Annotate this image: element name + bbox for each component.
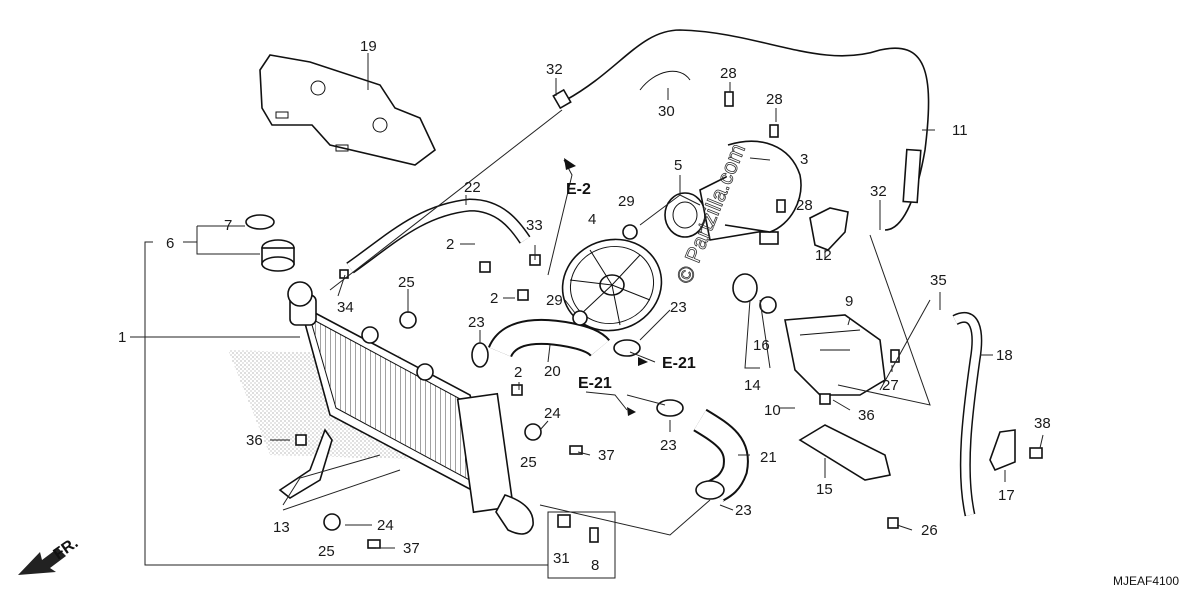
- callout-label: 34: [337, 299, 354, 316]
- front-direction-arrow: FR.: [18, 535, 81, 575]
- radiator-part: [228, 281, 534, 535]
- callout-label: 13: [273, 519, 290, 536]
- callout-label: 3: [800, 151, 808, 168]
- grommet-14-part: [732, 273, 758, 303]
- reference-label: E-21: [578, 375, 612, 392]
- guard-12-part: [809, 207, 849, 251]
- callout-label: 5: [674, 157, 682, 174]
- callout-label: 23: [735, 502, 752, 519]
- cooling-fan-part: [561, 238, 663, 332]
- callout-label: 31: [553, 550, 570, 567]
- stay-13-part: [278, 428, 333, 499]
- callout-label: 4: [588, 211, 596, 228]
- callout-label: 19: [360, 38, 377, 55]
- callout-label: 36: [858, 407, 875, 424]
- callout-label: 16: [753, 337, 770, 354]
- callout-label: 7: [224, 217, 232, 234]
- callout-label: 33: [526, 217, 543, 234]
- callout-label: 8: [591, 557, 599, 574]
- callout-label: 20: [544, 363, 561, 380]
- callout-label: 25: [318, 543, 335, 560]
- callout-label: 15: [816, 481, 833, 498]
- callout-label: 29: [546, 292, 563, 309]
- callout-label: 2: [514, 364, 522, 381]
- callout-label: 29: [618, 193, 635, 210]
- bracket-plate-part: [259, 54, 437, 166]
- callout-label: 2: [490, 290, 498, 307]
- callout-labels: 1 2 2 2 3 4 5 6 7 8 9 10 11 12 13 14 15 …: [118, 38, 1051, 574]
- bracket-15-part: [798, 424, 891, 481]
- callout-label: 23: [660, 437, 677, 454]
- callout-label: 36: [246, 432, 263, 449]
- callout-label: 28: [720, 65, 737, 82]
- callout-label: 1: [118, 329, 126, 346]
- callout-label: 22: [464, 179, 481, 196]
- callout-label: 2: [446, 236, 454, 253]
- radiator-cap-part: [245, 214, 295, 272]
- callout-label: 18: [996, 347, 1013, 364]
- callout-label: 32: [870, 183, 887, 200]
- callout-label: 35: [930, 272, 947, 289]
- callout-label: 37: [598, 447, 615, 464]
- callout-label: 32: [546, 61, 563, 78]
- diagram-code: MJEAF4100: [1113, 574, 1179, 588]
- clamps-23-part: [471, 339, 725, 500]
- callout-label: 26: [921, 522, 938, 539]
- callout-label: 37: [403, 540, 420, 557]
- callout-label: 30: [658, 103, 675, 120]
- callout-label: 23: [468, 314, 485, 331]
- callout-label: 11: [952, 122, 968, 139]
- callout-label: 14: [744, 377, 761, 394]
- seal-part: [245, 214, 275, 230]
- callout-label: 10: [764, 402, 781, 419]
- overflow-tube-part: [565, 29, 930, 231]
- callout-label: 24: [377, 517, 394, 534]
- reference-label: E-2: [566, 181, 591, 198]
- callout-label: 17: [998, 487, 1015, 504]
- callout-label: 28: [766, 91, 783, 108]
- callout-label: 23: [670, 299, 687, 316]
- bracket-17-part: [989, 429, 1016, 472]
- callout-label: 21: [760, 449, 777, 466]
- reference-label: E-21: [662, 355, 696, 372]
- callout-label: 6: [166, 235, 174, 252]
- callout-label: 38: [1034, 415, 1051, 432]
- callout-label: 27: [882, 377, 899, 394]
- grommet-16-part: [759, 296, 777, 314]
- leader-lines: [130, 53, 1044, 579]
- callout-label: 9: [845, 293, 853, 310]
- reserve-tank-part: [784, 314, 886, 396]
- callout-label: 24: [544, 405, 561, 422]
- callout-label: 28: [796, 197, 813, 214]
- callout-label: 12: [815, 247, 832, 264]
- callout-label: 25: [398, 274, 415, 291]
- callout-label: 25: [520, 454, 537, 471]
